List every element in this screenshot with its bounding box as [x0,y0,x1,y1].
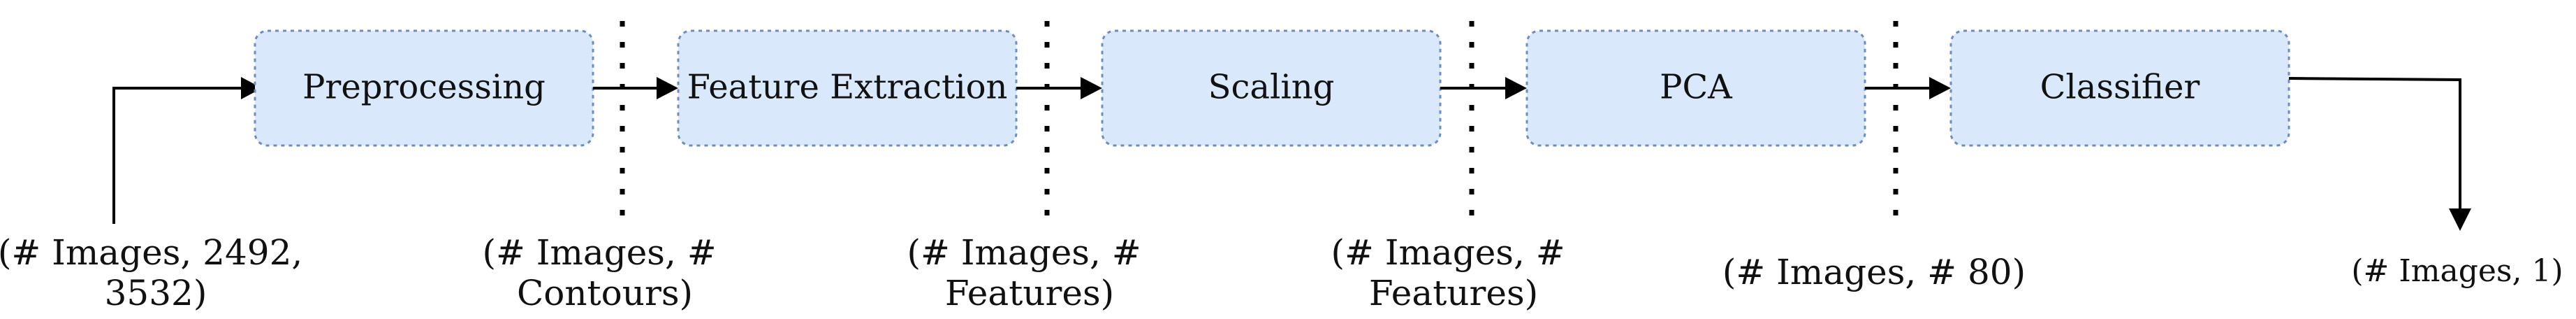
shape-line: 3532) [105,273,207,313]
stage-label: Preprocessing [302,68,546,107]
connector-arrow [593,77,678,99]
shape-line: Contours) [517,273,693,313]
input-arrow [112,87,251,224]
stage-pca: PCA [1525,29,1866,147]
shape-line: (# Images, # [482,232,716,273]
shape-label-features: (# Images, # Features) [907,232,1152,313]
shape-label-pca: (# Images, # 80) [1722,252,2026,292]
stage-label: PCA [1660,68,1733,107]
shape-line: Features) [945,273,1114,313]
shape-line: (# Images, # [907,232,1141,273]
shape-line: (# Images, # 80) [1722,252,2026,292]
shape-line: (# Images, # [1331,232,1565,273]
stage-box [1949,29,2290,147]
stage-classifier: Classifier [1949,29,2290,147]
shape-line: Features) [1369,273,1538,313]
stage-label: Classifier [2040,68,2200,107]
stage-label: Feature Extraction [687,68,1008,107]
shape-label-input: (# Images, 2492, 3532) [0,232,314,313]
shape-line: (# Images, 2492, [0,232,302,273]
connector-arrow [1440,77,1527,99]
connector-arrow [1016,77,1102,99]
output-arrow [2288,77,2461,218]
shape-line: (# Images, 1) [2351,253,2563,289]
shape-label-scaled-features: (# Images, # Features) [1331,232,1576,313]
stage-feature-extraction: Feature Extraction [677,29,1018,147]
stage-preprocessing: Preprocessing [254,29,594,147]
output-arrowhead [2449,208,2471,231]
stage-label: Scaling [1208,68,1335,107]
input-arrowhead [241,77,262,99]
connector-arrow [1865,77,1951,99]
shape-label-output: (# Images, 1) [2351,253,2563,289]
shape-label-contours: (# Images, # Contours) [482,232,727,313]
stage-scaling: Scaling [1101,29,1442,147]
